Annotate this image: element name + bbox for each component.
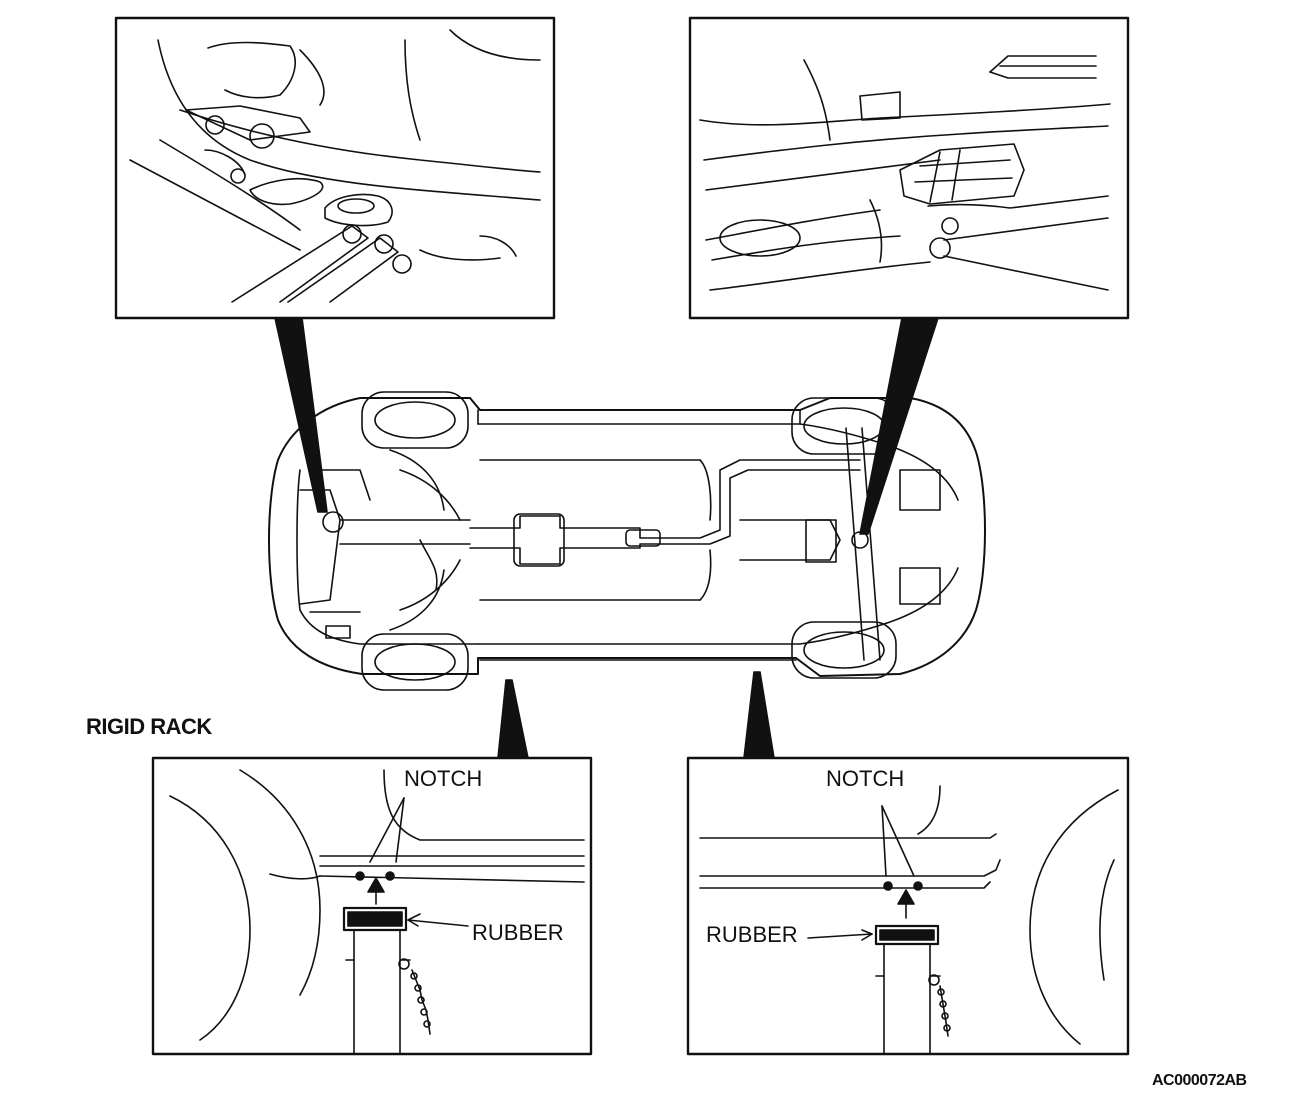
inset-rigid-rack-right <box>686 756 1130 1056</box>
inset-front-jack-point <box>114 16 556 320</box>
callout-pointer-top-right <box>859 317 939 535</box>
callout-pointer-top-left <box>274 317 328 513</box>
callout-pointer-bottom-left <box>497 679 529 759</box>
inset-rear-jack-point <box>688 16 1130 320</box>
rubber-label-right: RUBBER <box>706 922 798 947</box>
inset-rigid-rack-left <box>151 756 593 1056</box>
callout-pointer-bottom-right <box>743 671 775 759</box>
figure-code: AC000072AB <box>1152 1072 1247 1089</box>
notch-label-right: NOTCH <box>826 766 905 791</box>
notch-label-left: NOTCH <box>404 766 483 791</box>
vehicle-underbody <box>268 391 986 691</box>
rubber-label-left: RUBBER <box>472 920 564 945</box>
section-title-rigid-rack: RIGID RACK <box>86 714 212 739</box>
